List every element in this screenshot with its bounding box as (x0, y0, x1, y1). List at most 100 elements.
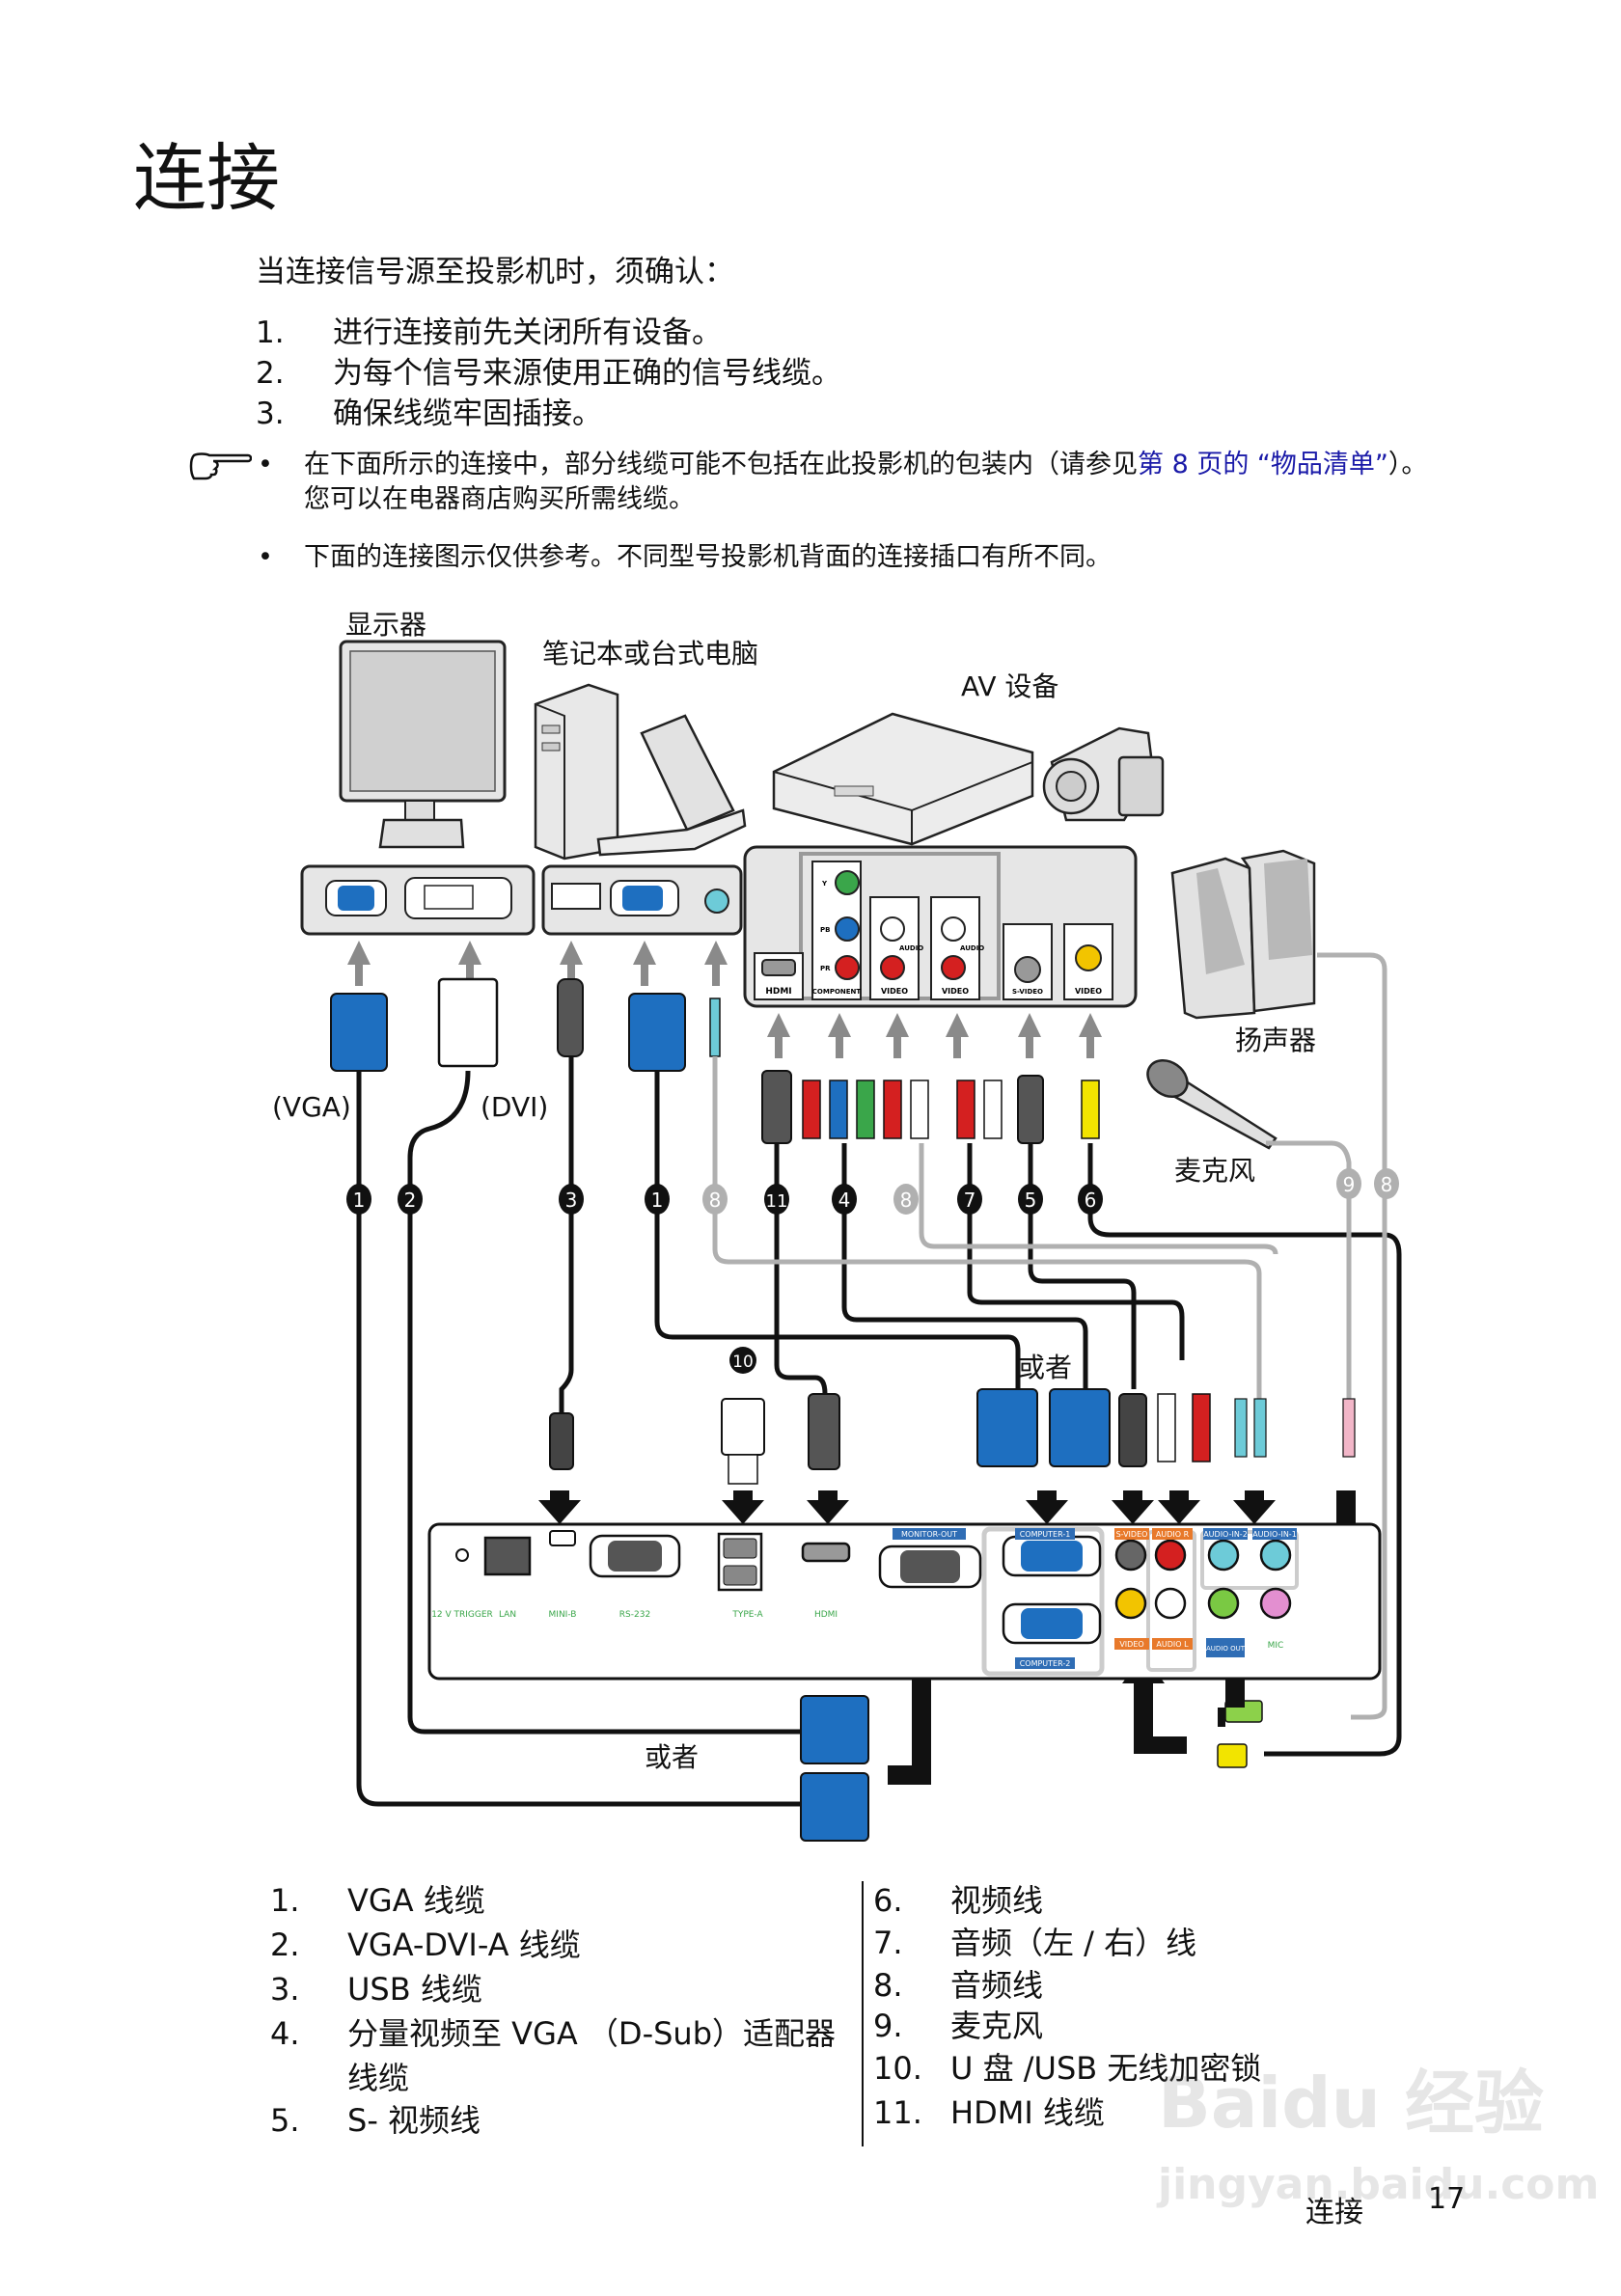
step-number: 2. (256, 356, 285, 391)
legend-number: 7. (873, 1925, 903, 1961)
device-label-computer: 笔记本或台式电脑 (542, 638, 759, 670)
computer-port-panel (541, 864, 743, 936)
or-label: 或者 (645, 1741, 700, 1773)
audio-label: AUDIO (899, 944, 923, 952)
component-pr-label: PR (820, 965, 831, 972)
cable-badge: 8 (1374, 1168, 1399, 1199)
device-label-av: AV 设备 (961, 670, 1059, 702)
legend-number: 2. (270, 1927, 300, 1963)
legend-divider (862, 1881, 864, 2146)
port-label-rs232: RS-232 (619, 1610, 650, 1620)
svg-text:7: 7 (964, 1189, 976, 1212)
cable-badge: 5 (1018, 1184, 1043, 1215)
cable-legend-left: 1.VGA 线缆 2.VGA-DVI-A 线缆 3.USB 线缆 4.分量视频至… (270, 1881, 849, 2151)
legend-number: 10. (873, 2050, 922, 2087)
legend-number: 6. (873, 1882, 903, 1919)
cable-label-vga: (VGA) (272, 1091, 351, 1123)
port-label-trigger: 12 V TRIGGER (431, 1610, 493, 1620)
port-label-audio-r: AUDIO R (1156, 1530, 1190, 1539)
port-label-mic: MIC (1268, 1641, 1284, 1651)
legend-number: 11. (873, 2094, 922, 2131)
port-label-audio-l: AUDIO L (1156, 1640, 1189, 1649)
device-label-monitor: 显示器 (345, 609, 427, 641)
or-label: 或者 (1018, 1352, 1073, 1383)
svg-text:2: 2 (404, 1189, 417, 1212)
component-pb-label: PB (820, 926, 830, 934)
step-text: 进行连接前先关闭所有设备。 (333, 315, 722, 350)
cable-badge: 9 (1336, 1168, 1361, 1199)
cable-badge: 8 (893, 1184, 919, 1215)
legend-number: 4. (270, 2015, 300, 2052)
legend-text: U 盘 /USB 无线加密锁 (950, 2050, 1262, 2087)
legend-text: S- 视频线 (347, 2102, 481, 2139)
cable-badge: 1 (346, 1184, 371, 1215)
footer-section: 连接 (1305, 2196, 1363, 2229)
projector-side-connectors (549, 1388, 1356, 1842)
av-port-label: VIDEO (881, 987, 908, 996)
step-number: 3. (256, 396, 285, 431)
av-port-label: COMPONENT (812, 988, 862, 996)
source-arrows (347, 941, 1102, 1058)
legend-text: USB 线缆 (347, 1971, 482, 2008)
cable-badge: 7 (957, 1184, 982, 1215)
computer-illustration (534, 683, 747, 861)
legend-number: 1. (270, 1882, 300, 1919)
monitor-illustration (339, 640, 507, 849)
svg-text:9: 9 (1343, 1173, 1356, 1196)
device-label-microphone: 麦克风 (1174, 1155, 1256, 1187)
svg-text:5: 5 (1025, 1189, 1037, 1212)
legend-text: VGA 线缆 (347, 1882, 485, 1919)
step-number: 1. (256, 315, 285, 350)
port-label-type-a: TYPE-A (731, 1610, 763, 1620)
intro-text: 当连接信号源至投影机时，须确认： (256, 255, 734, 289)
camcorder-illustration (1042, 726, 1165, 822)
page-number: 17 (1428, 2182, 1466, 2216)
port-label-computer1: COMPUTER-1 (1020, 1530, 1071, 1539)
watermark-text: Baidu 经验 (1158, 2063, 1545, 2144)
projector-rear-panel: 12 V TRIGGER LAN MINI-B RS-232 TYPE-A HD… (427, 1522, 1382, 1681)
note-text-part: 在下面所示的连接中，部分线缆可能不包括在此投影机的包装内（请参见 (304, 450, 1138, 479)
svg-text:3: 3 (565, 1189, 578, 1212)
svg-text:6: 6 (1085, 1189, 1097, 1212)
svg-text:1: 1 (651, 1189, 664, 1212)
cable-badge: 2 (398, 1184, 423, 1215)
av-player-illustration (772, 712, 1034, 846)
monitor-port-panel (300, 864, 536, 936)
legend-text: 线缆 (347, 2060, 410, 2096)
pointing-hand-icon (189, 452, 252, 480)
port-label-lan: LAN (499, 1610, 516, 1620)
cable-badge: 6 (1078, 1184, 1103, 1215)
step-text: 为每个信号来源使用正确的信号线缆。 (333, 356, 841, 391)
legend-text: 视频线 (950, 1882, 1044, 1919)
port-label-audio-in2: AUDIO-IN-2 (1203, 1530, 1248, 1539)
port-label-audio-out: AUDIO OUT (1206, 1645, 1246, 1653)
av-port-label: HDMI (765, 987, 791, 997)
cable-badge: 1 (645, 1184, 670, 1215)
cable-legend-right: 6.视频线 7.音频（左 / 右）线 8.音频线 9.麦克风 10.U 盘 /U… (873, 1881, 1549, 2151)
svg-text:8: 8 (709, 1189, 722, 1212)
svg-text:10: 10 (732, 1353, 754, 1372)
page-reference-link[interactable]: 第 8 页的 “物品清单” (1138, 450, 1388, 479)
speakers-illustration (1170, 849, 1316, 1020)
note-bullet: • (258, 542, 273, 572)
microphone-illustration (1146, 1058, 1278, 1150)
port-label-computer2: COMPUTER-2 (1020, 1659, 1071, 1668)
port-label-hdmi: HDMI (814, 1610, 838, 1620)
baidu-watermark: Baidu 经验 jingyan.baidu.com (1158, 2063, 1599, 2248)
cable-number-badges: 1 2 3 1 8 11 4 8 7 5 6 9 8 10 (346, 1168, 1399, 1374)
legend-text: 麦克风 (950, 2008, 1044, 2044)
cable-badge: 4 (832, 1184, 857, 1215)
legend-text: 音频（左 / 右）线 (950, 1925, 1197, 1961)
note-bullet: • (258, 450, 273, 479)
svg-text:1: 1 (353, 1189, 366, 1212)
svg-text:4: 4 (838, 1189, 851, 1212)
av-port-panel: HDMI COMPONENT VIDEO VIDEO S-VIDEO VIDEO… (743, 845, 1138, 1008)
av-port-label: VIDEO (1075, 987, 1102, 996)
legend-text: HDMI 线缆 (950, 2094, 1105, 2131)
cable-badge: 10 (729, 1347, 756, 1374)
cables-black (356, 1056, 1402, 1807)
component-y-label: Y (821, 880, 828, 888)
source-connectors (330, 977, 1100, 1144)
note-text-part: ）。您可以在电器商店购买所需线缆。 (304, 450, 1428, 514)
cables-gray (712, 952, 1387, 1720)
